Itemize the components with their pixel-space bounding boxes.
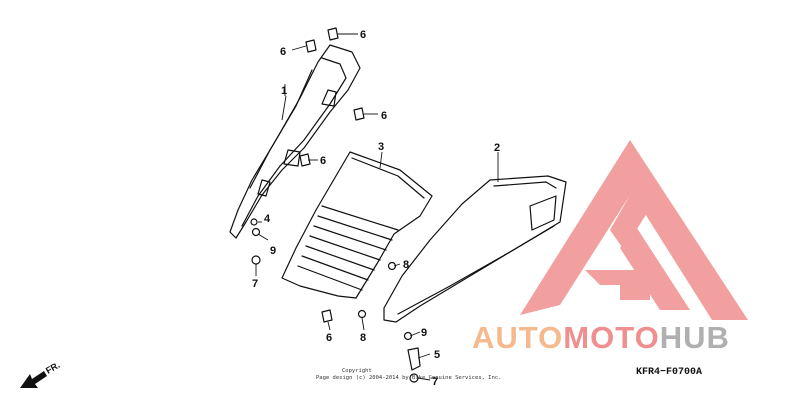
callout-1: 1: [281, 85, 287, 97]
callout-6-top-left: 6: [280, 46, 286, 58]
callout-3: 3: [378, 141, 384, 153]
watermark-word-moto: MOTO: [563, 320, 659, 355]
copyright-line-2: Page design (c) 2004-2014 by Bike Genuin…: [316, 375, 501, 381]
front-direction-marker: FR.: [20, 360, 62, 388]
svg-text:AUTOMOTOHUB: AUTOMOTOHUB: [472, 320, 730, 355]
callout-2: 2: [494, 142, 500, 154]
screw-9-left: [251, 227, 261, 237]
callout-9-left: 9: [270, 245, 276, 257]
callout-labels: 1 2 3 4 5 6 6 6 6 6 7 7 8 8 9 9: [252, 29, 500, 388]
callout-6-mid: 6: [381, 110, 387, 122]
callout-6-top: 6: [360, 29, 366, 41]
callout-8-bottom: 8: [360, 332, 366, 344]
callout-7-left: 7: [252, 278, 258, 290]
front-label: FR.: [44, 360, 62, 376]
callout-8-right: 8: [403, 259, 409, 271]
clip-6-bottom: [321, 309, 333, 323]
part-1-side-cover-left: [229, 44, 361, 239]
screw-8-bottom: [357, 309, 367, 319]
bolt-7-left: [251, 255, 261, 265]
callout-6-bottom: 6: [326, 332, 332, 344]
callout-4: 4: [264, 213, 271, 225]
clip-6-lower: [299, 153, 311, 167]
screw-8-right: [387, 261, 397, 271]
part-3-center-grille: [281, 151, 433, 299]
clip-6-mid: [353, 107, 365, 121]
grille-slats: [297, 205, 399, 291]
copyright-line-1: Copyright: [342, 368, 372, 374]
watermark-logo: [520, 140, 748, 320]
watermark-word-auto: AUTO: [472, 320, 563, 355]
clip-6-top-left: [305, 39, 317, 53]
drawing-code: KFR4−F0700A: [636, 367, 702, 378]
callout-6-lower: 6: [320, 155, 326, 167]
callout-7-bottom: 7: [432, 376, 438, 388]
callout-5: 5: [434, 349, 440, 361]
front-arrow-icon: [20, 371, 47, 388]
bracket-5: [407, 347, 421, 371]
leader-lines: [255, 33, 499, 381]
hardware-clips: [299, 27, 365, 323]
watermark-word-hub: HUB: [660, 320, 730, 355]
hardware-screws: [250, 218, 421, 383]
screw-9-bottom: [403, 331, 413, 341]
clip-6-top: [327, 27, 339, 41]
watermark-wordmark: AUTOMOTOHUB: [472, 320, 730, 355]
fastener-4: [250, 218, 258, 226]
part-2-side-cover-right: [383, 175, 567, 323]
callout-9-bottom: 9: [421, 327, 427, 339]
